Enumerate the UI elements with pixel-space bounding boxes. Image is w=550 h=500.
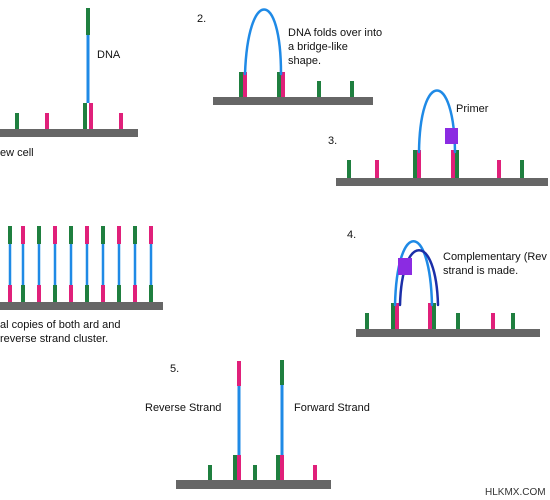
cluster-base-2 xyxy=(21,285,25,302)
substrate-bar-5 xyxy=(0,302,163,310)
oligo-6c xyxy=(313,465,317,480)
oligo-1a xyxy=(15,113,19,129)
cluster-tip-3 xyxy=(37,226,41,244)
step-3-number: 3. xyxy=(328,135,338,147)
cluster-base-4 xyxy=(53,285,57,302)
cluster-base-7 xyxy=(101,285,105,302)
step-2-caption: DNA folds over into a bridge-like shape. xyxy=(288,27,383,67)
cluster-caption: al copies of both ard and reverse strand… xyxy=(0,319,121,345)
oligo-3c xyxy=(497,160,501,178)
primer-label: Primer xyxy=(456,103,489,115)
new-cell-label: ew cell xyxy=(0,147,34,159)
primer-box-3 xyxy=(445,128,458,144)
forward-strand-label: Forward Strand xyxy=(294,402,370,414)
substrate-bar-2 xyxy=(213,97,373,105)
step-5-number: 5. xyxy=(170,363,180,375)
bridge-2-left-fwd xyxy=(239,72,243,97)
cluster-base-8 xyxy=(117,285,121,302)
oligo-2a xyxy=(317,81,321,97)
cluster-tip-8 xyxy=(117,226,121,244)
cluster-base-6 xyxy=(85,285,89,302)
oligo-1b xyxy=(45,113,49,129)
cluster-base-3 xyxy=(37,285,41,302)
bridge-3-left-rev xyxy=(417,150,421,178)
dna-label: DNA xyxy=(97,49,121,61)
cluster-tip-7 xyxy=(101,226,105,244)
cluster-base-1 xyxy=(8,285,12,302)
oligo-6b xyxy=(253,465,257,480)
reverse-strand-base-fwd xyxy=(233,455,237,480)
cluster-tip-6 xyxy=(85,226,89,244)
cluster-tip-4 xyxy=(53,226,57,244)
oligo-3a xyxy=(347,160,351,178)
reverse-strand-tip xyxy=(237,361,241,386)
step-2-number: 2. xyxy=(197,13,207,25)
bridge-3-arc xyxy=(417,89,457,154)
oligo-1c xyxy=(119,113,123,129)
bridge-2-arc xyxy=(243,8,283,76)
cluster-base-5 xyxy=(69,285,73,302)
bridge-2-right-fwd xyxy=(277,72,281,97)
bridge-2-right-rev xyxy=(281,72,285,97)
forward-strand-base-fwd xyxy=(276,455,280,480)
oligo-2b xyxy=(350,81,354,97)
substrate-bar-1 xyxy=(0,129,138,137)
cluster-tip-2 xyxy=(21,226,25,244)
dna-base-1-rev xyxy=(89,103,93,129)
bridge-4-right-rev xyxy=(428,303,432,329)
cluster-base-9 xyxy=(133,285,137,302)
oligo-3b xyxy=(375,160,379,178)
forward-strand-tip xyxy=(280,360,284,385)
substrate-bar-6 xyxy=(176,480,331,489)
complement-4-arc xyxy=(398,249,440,307)
dna-base-1-fwd xyxy=(83,103,87,129)
step-4-number: 4. xyxy=(347,229,357,241)
substrate-bar-4 xyxy=(356,329,540,337)
dna-tip-1 xyxy=(86,8,90,35)
bridge-3-right-fwd xyxy=(455,150,459,178)
bridge-4-left-fwd xyxy=(391,303,395,329)
bridge-4-left-rev xyxy=(395,303,399,329)
bridge-3-left-fwd xyxy=(413,150,417,178)
bridge-4-right-fwd xyxy=(432,303,436,329)
oligo-3d xyxy=(520,160,524,178)
oligo-4d xyxy=(511,313,515,329)
cluster-tip-9 xyxy=(133,226,137,244)
bridge-2-left-rev xyxy=(243,72,247,97)
oligo-4c xyxy=(491,313,495,329)
primer-box-4 xyxy=(398,258,412,275)
cluster-base-10 xyxy=(149,285,153,302)
cluster-tip-1 xyxy=(8,226,12,244)
substrate-bar-3 xyxy=(336,178,548,186)
watermark: HLKMX.COM xyxy=(485,487,546,498)
reverse-strand-label: Reverse Strand xyxy=(145,402,222,414)
step-4-caption: Complementary (Rev strand is made. xyxy=(443,251,547,277)
bridge-4-arc xyxy=(393,240,434,307)
oligo-6a xyxy=(208,465,212,480)
cluster-tip-10 xyxy=(149,226,153,244)
forward-strand-base-rev xyxy=(280,455,284,480)
cluster-tip-5 xyxy=(69,226,73,244)
oligo-4a xyxy=(365,313,369,329)
reverse-strand-base-rev xyxy=(237,455,241,480)
bridge-3-right-rev xyxy=(451,150,455,178)
oligo-4b xyxy=(456,313,460,329)
